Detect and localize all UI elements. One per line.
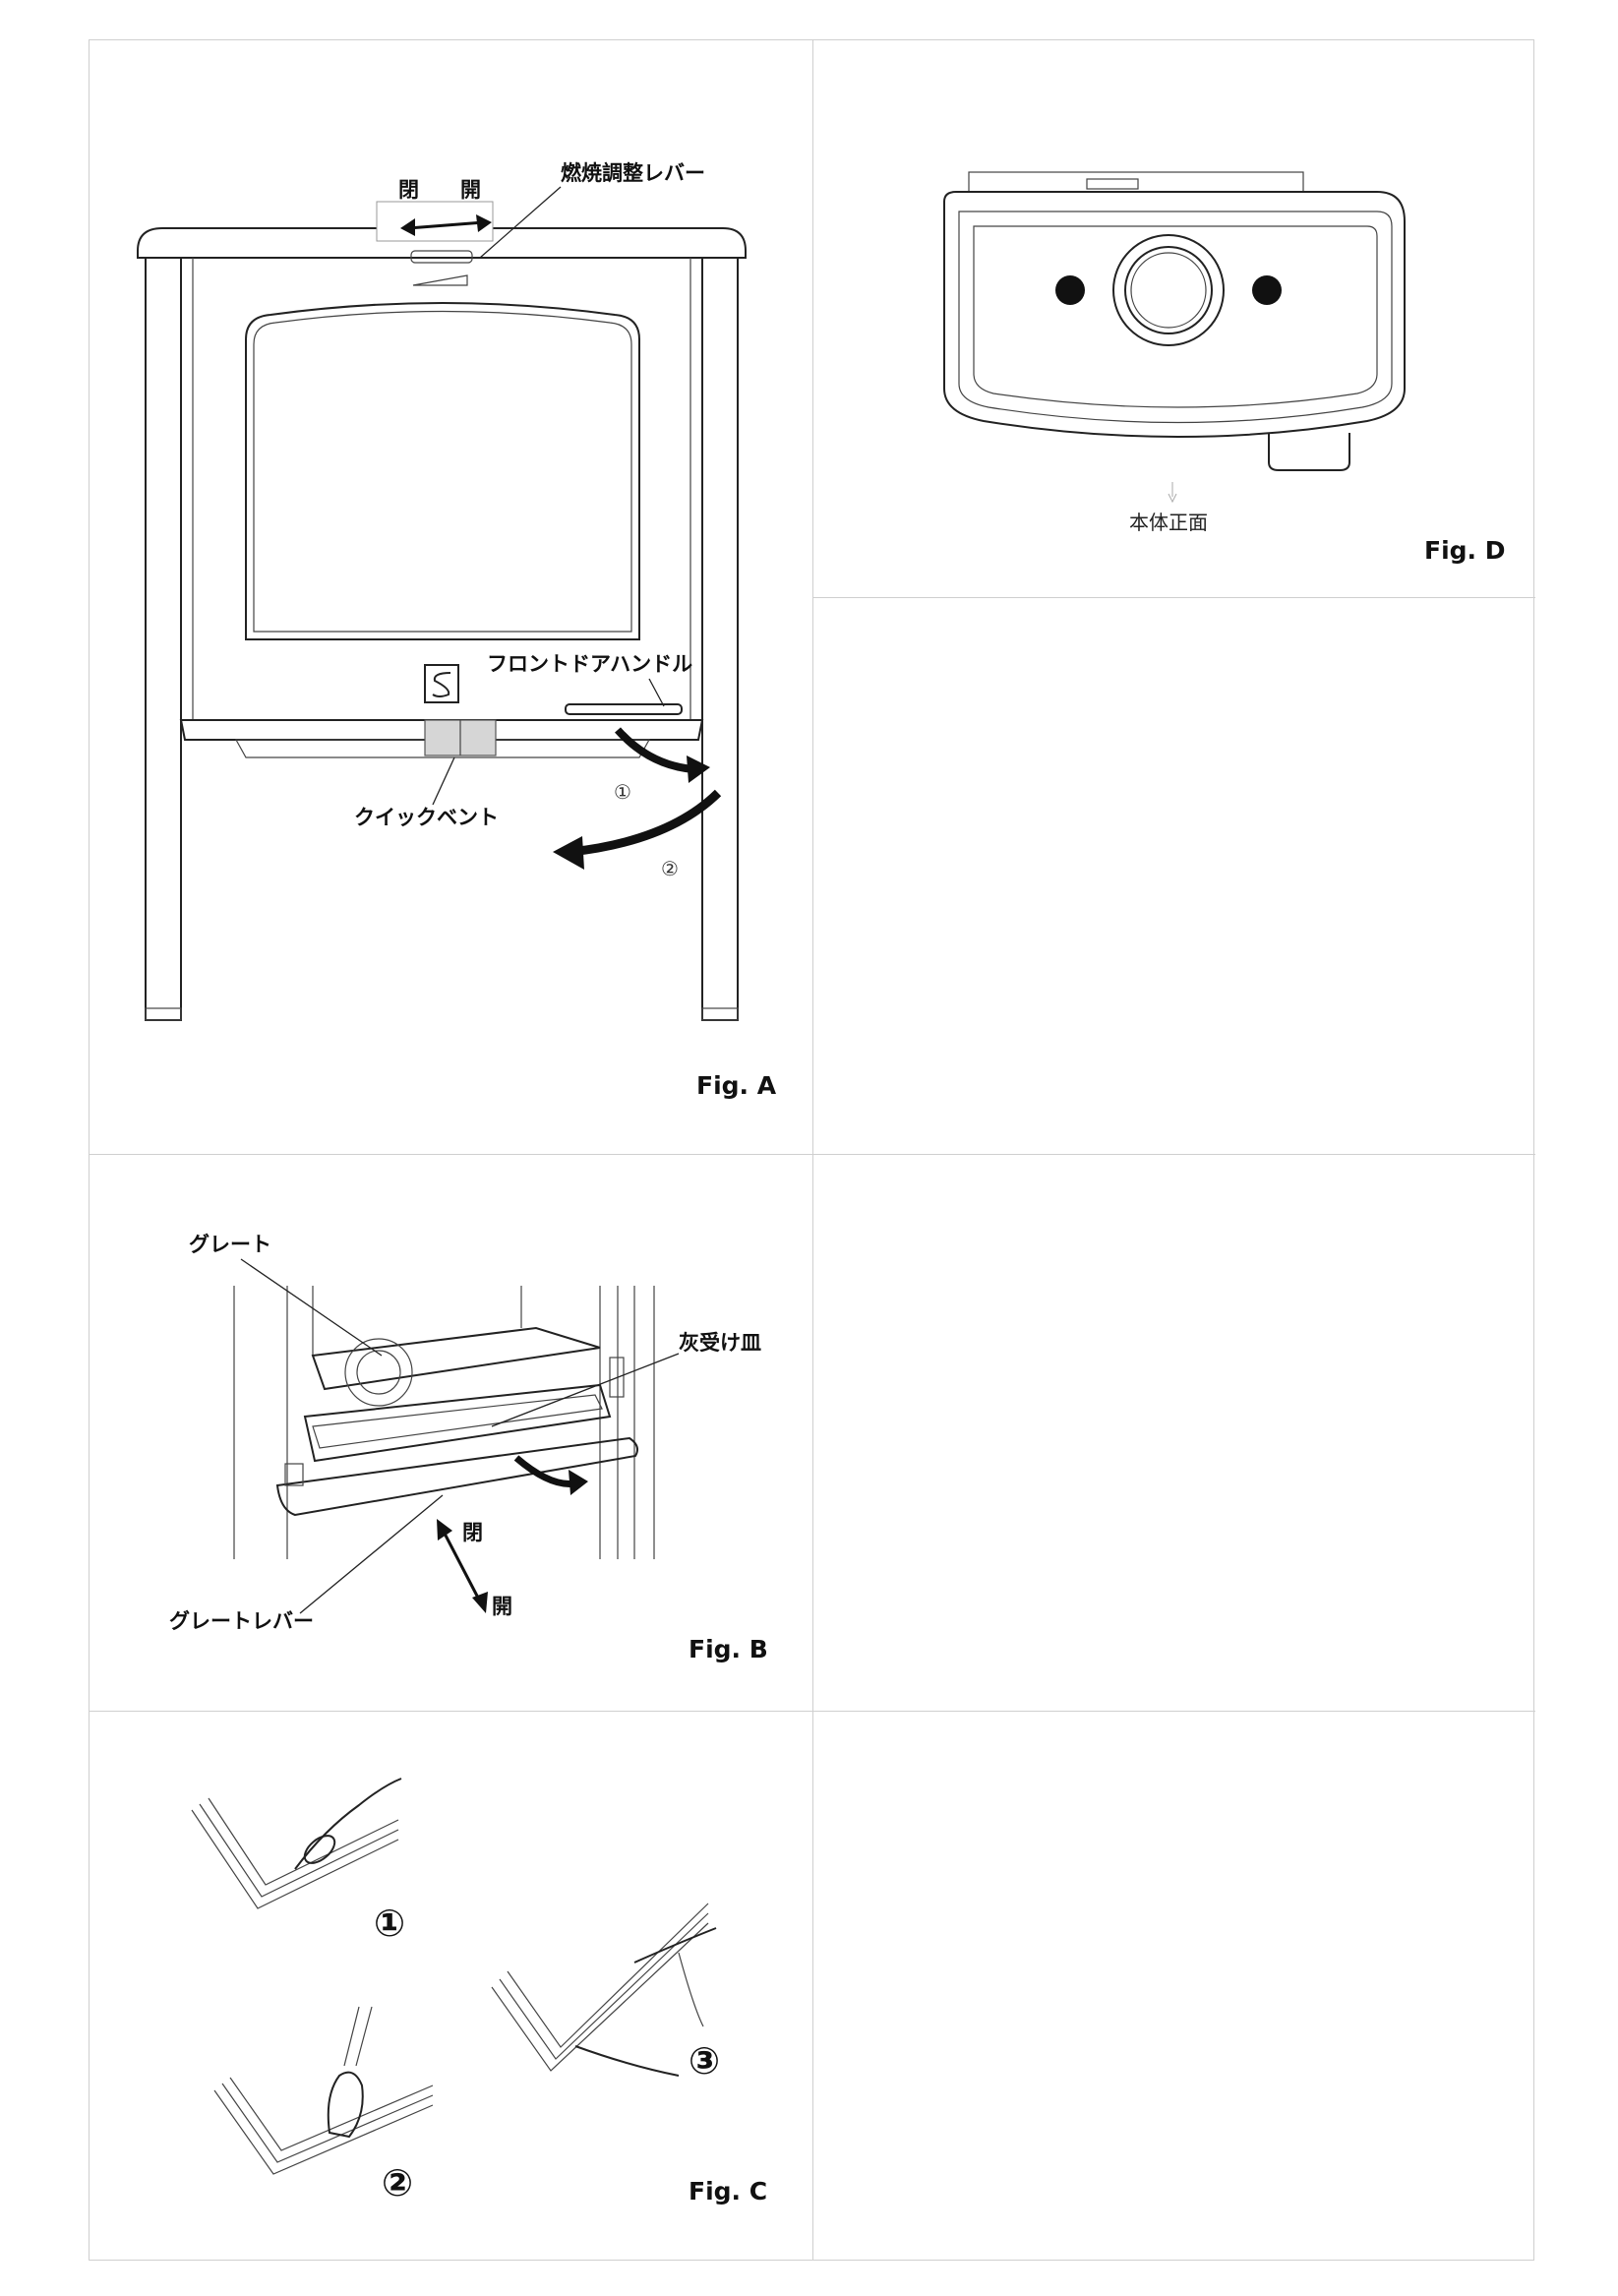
- caption-fig-b: Fig. B: [689, 1635, 768, 1663]
- label-front-door-handle: フロントドアハンドル: [487, 652, 692, 676]
- stove-top-illustration: [943, 171, 1406, 471]
- caption-fig-c: Fig. C: [689, 2177, 767, 2205]
- label-close: 閉: [462, 1521, 483, 1544]
- grid-divider-vertical: [812, 40, 813, 2260]
- label-step-1: ①: [614, 780, 631, 804]
- label-step-2: ②: [382, 2161, 413, 2205]
- grate-illustration: [233, 1286, 655, 1559]
- label-step-3: ③: [689, 2039, 720, 2083]
- arrow-close-icon: [437, 1519, 452, 1541]
- gasket-step-2-illustration: [213, 2006, 434, 2175]
- arrow-close-icon: [400, 218, 415, 236]
- label-quick-vent: クイックベント: [354, 806, 499, 829]
- label-step-2: ②: [661, 857, 679, 880]
- arrow-open-icon: [472, 1592, 488, 1613]
- grid-divider-d: [812, 597, 1535, 598]
- grid-divider-b-c: [90, 1711, 1535, 1712]
- arrow-open-icon: [476, 214, 492, 232]
- fig-d-diagram: 本体正面 Fig. D: [943, 171, 1506, 565]
- caption-fig-d: Fig. D: [1424, 536, 1506, 565]
- label-open: 開: [460, 178, 481, 202]
- stove-front-illustration: [137, 227, 747, 1021]
- grid-divider-a-b: [90, 1154, 1535, 1155]
- figure-grid: [89, 39, 1535, 2261]
- label-ash-pan: 灰受け皿: [679, 1331, 761, 1355]
- gasket-step-1-illustration: [191, 1778, 402, 1909]
- label-combustion-lever: 燃焼調整レバー: [561, 161, 705, 185]
- swing-arrow-2: [569, 789, 722, 857]
- label-front-of-unit: 本体正面: [1129, 511, 1208, 534]
- label-step-1: ①: [374, 1902, 405, 1945]
- fig-b-diagram: グレート 灰受け皿 閉 開 グレートレバー Fig. B: [169, 1233, 768, 1663]
- label-grate: グレート: [189, 1233, 271, 1256]
- caption-fig-a: Fig. A: [696, 1071, 777, 1100]
- lever-direction-box: [376, 201, 494, 242]
- label-grate-lever: グレートレバー: [169, 1609, 314, 1633]
- label-close: 閉: [398, 178, 419, 202]
- label-open: 開: [492, 1595, 512, 1618]
- gasket-step-3-illustration: [491, 1903, 717, 2077]
- fig-a-diagram: 閉 開 燃焼調整レバー フロントドアハンドル クイックベント ① ② Fig. …: [137, 161, 777, 1100]
- swing-arrow-1: [615, 727, 694, 773]
